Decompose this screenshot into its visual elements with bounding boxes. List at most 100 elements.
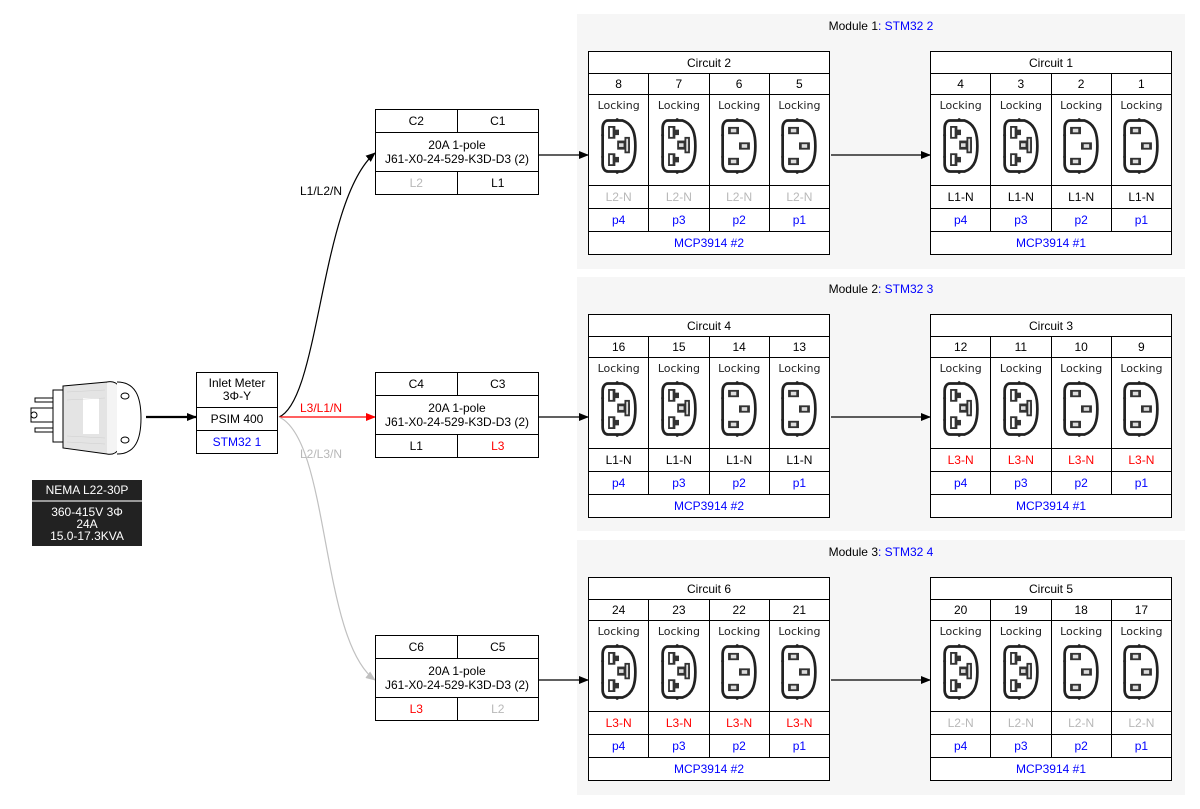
outlet-receptacle[interactable]: Locking (768, 94, 831, 186)
outlet-receptacle[interactable]: Locking (587, 620, 650, 712)
outlet-receptacle[interactable]: Locking (929, 357, 992, 449)
circuit-adc-link[interactable]: MCP3914 #2 (588, 757, 830, 781)
circuit-adc-link[interactable]: MCP3914 #1 (930, 494, 1172, 518)
outlet-receptacle[interactable]: Locking (990, 357, 1052, 449)
outlet-adc-pin-link[interactable]: p2 (708, 734, 770, 758)
outlet-receptacle[interactable]: Locking (708, 357, 770, 449)
circuit-title: Circuit 3 (930, 314, 1172, 337)
outlet-receptacle[interactable]: Locking (648, 357, 710, 449)
circuit-adc-link[interactable]: MCP3914 #2 (588, 494, 830, 518)
outlet-receptacle[interactable]: Locking (648, 94, 710, 186)
circuit-adc-link[interactable]: MCP3914 #2 (588, 231, 830, 255)
outlet-number: 2 (1050, 73, 1112, 95)
outlet-adc-pin-link[interactable]: p4 (929, 734, 992, 758)
outlet-receptacle[interactable]: Locking (1050, 94, 1112, 186)
outlet-receptacle[interactable]: Locking (1110, 94, 1173, 186)
outlet-number: 9 (1110, 336, 1173, 358)
outlet-type-label: Locking (778, 99, 821, 112)
outlet-adc-pin-link[interactable]: p2 (708, 471, 770, 495)
outlet-adc-pin-link[interactable]: p2 (1050, 734, 1112, 758)
outlet-adc-pin-link[interactable]: p1 (768, 208, 831, 232)
outlet-adc-pin-link[interactable]: p4 (587, 734, 650, 758)
outlet-receptacle[interactable]: Locking (1110, 620, 1173, 712)
breaker-3-right-id: C5 (456, 635, 539, 659)
breaker-1-left-id: C2 (375, 109, 458, 133)
outlet-number: 24 (587, 599, 650, 621)
inlet-mcu-link[interactable]: STM32 1 (196, 430, 278, 454)
outlet-adc-pin-link[interactable]: p1 (1110, 734, 1173, 758)
outlet-receptacle[interactable]: Locking (990, 94, 1052, 186)
outlet-receptacle[interactable]: Locking (768, 620, 831, 712)
outlet-adc-pin-link[interactable]: p3 (648, 471, 710, 495)
outlet-adc-pin-link[interactable]: p3 (990, 471, 1052, 495)
c13-receptacle-icon (1123, 644, 1160, 700)
outlet-adc-pin-link[interactable]: p3 (990, 734, 1052, 758)
outlet-adc-pin-link[interactable]: p2 (708, 208, 770, 232)
c19-receptacle-icon (1003, 644, 1039, 700)
edge-label-1: L1/L2/N (300, 184, 343, 198)
c13-receptacle-icon (1123, 118, 1160, 174)
outlet-receptacle[interactable]: Locking (929, 94, 992, 186)
outlet-receptacle[interactable]: Locking (768, 357, 831, 449)
outlet-type-label: Locking (778, 625, 821, 638)
module-3-mcu-link[interactable]: STM32 4 (884, 545, 934, 559)
outlet-receptacle[interactable]: Locking (1050, 357, 1112, 449)
outlet-adc-pin-link[interactable]: p3 (648, 208, 710, 232)
breaker-2-right-phase: L3 (456, 434, 539, 458)
outlet-receptacle[interactable]: Locking (929, 620, 992, 712)
outlet-number: 5 (768, 73, 831, 95)
outlet-adc-pin-link[interactable]: p3 (648, 734, 710, 758)
outlet-receptacle[interactable]: Locking (587, 357, 650, 449)
outlet-adc-pin-link[interactable]: p2 (1050, 471, 1112, 495)
outlet-type-label: Locking (999, 625, 1042, 638)
outlet-adc-pin-link[interactable]: p1 (768, 471, 831, 495)
outlet-adc-pin-link[interactable]: p1 (1110, 208, 1173, 232)
outlet-type-label: Locking (999, 99, 1042, 112)
breaker-2-rating: 20A 1-pole (428, 401, 486, 415)
outlet-adc-pin-link[interactable]: p1 (1110, 471, 1173, 495)
circuit-adc-link[interactable]: MCP3914 #1 (930, 757, 1172, 781)
outlet-adc-pin-link[interactable]: p1 (768, 734, 831, 758)
circuit-title: Circuit 4 (588, 314, 830, 337)
outlet-phase: L1-N (929, 185, 992, 209)
outlet-adc-pin-link[interactable]: p2 (1050, 208, 1112, 232)
outlet-receptacle[interactable]: Locking (587, 94, 650, 186)
outlet-adc-pin-link[interactable]: p4 (929, 471, 992, 495)
outlet-receptacle[interactable]: Locking (648, 620, 710, 712)
outlet-type-label: Locking (939, 99, 982, 112)
outlet-phase: L3-N (587, 711, 650, 735)
outlet-adc-pin-link[interactable]: p4 (587, 208, 650, 232)
module-2-mcu-link[interactable]: STM32 3 (884, 282, 934, 296)
outlet-phase: L2-N (1110, 711, 1173, 735)
outlet-receptacle[interactable]: Locking (1050, 620, 1112, 712)
inlet-title: Inlet Meter (208, 376, 266, 390)
outlet-phase: L1-N (990, 185, 1052, 209)
outlet-adc-pin-link[interactable]: p4 (929, 208, 992, 232)
outlet-type-label: Locking (597, 362, 640, 375)
outlet-number: 11 (990, 336, 1052, 358)
circuit-adc-link[interactable]: MCP3914 #1 (930, 231, 1172, 255)
c13-receptacle-icon (721, 644, 757, 700)
outlet-receptacle[interactable]: Locking (1110, 357, 1173, 449)
outlet-adc-pin-link[interactable]: p3 (990, 208, 1052, 232)
outlet-receptacle[interactable]: Locking (708, 94, 770, 186)
outlet-phase: L2-N (768, 185, 831, 209)
breaker-3-rating: 20A 1-pole (428, 664, 486, 678)
module-1-mcu-link[interactable]: STM32 2 (884, 19, 934, 33)
c19-receptacle-icon (600, 381, 637, 437)
outlet-number: 18 (1050, 599, 1112, 621)
outlet-receptacle[interactable]: Locking (990, 620, 1052, 712)
outlet-receptacle[interactable]: Locking (708, 620, 770, 712)
outlet-number: 13 (768, 336, 831, 358)
outlet-adc-pin-link[interactable]: p4 (587, 471, 650, 495)
